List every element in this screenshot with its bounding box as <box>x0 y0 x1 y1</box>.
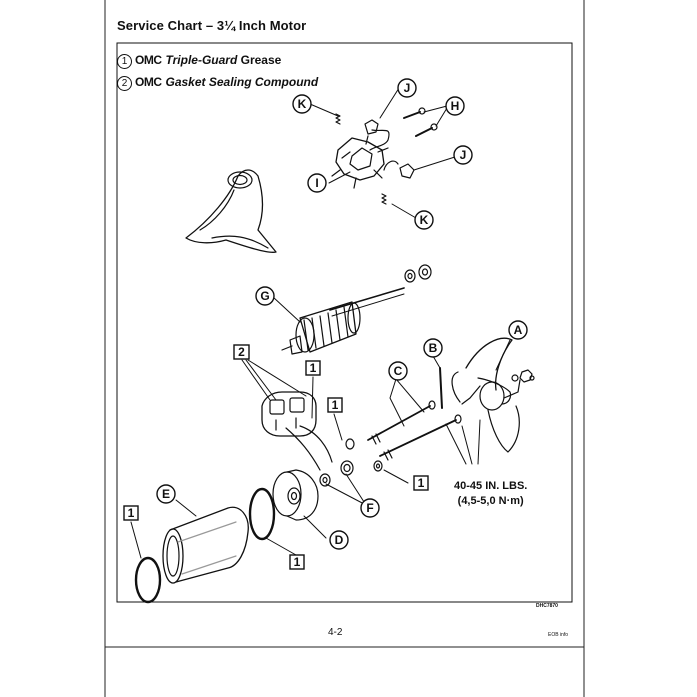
page-number: 4-2 <box>328 627 343 638</box>
key-number: 1 <box>117 54 132 69</box>
torque-line-1: 40-45 IN. LBS. <box>454 480 528 492</box>
callout-k-top <box>292 94 312 114</box>
through-bolts-illustration <box>367 400 462 461</box>
leader-lines <box>130 87 511 559</box>
callout-2 <box>233 344 250 360</box>
callout-label-g: G <box>260 289 269 303</box>
key-product-italic: Gasket Sealing Compound <box>165 75 319 89</box>
screws-illustration <box>403 107 438 137</box>
callout-label-b: B <box>429 341 438 355</box>
figure-code: DHC7870 <box>536 603 558 609</box>
propeller-illustration <box>451 337 521 453</box>
callout-b <box>423 338 443 358</box>
armature-illustration <box>281 287 405 355</box>
callout-g <box>255 286 275 306</box>
callout-c <box>388 361 408 381</box>
callout-label-k: K <box>420 213 429 227</box>
callout-label-1: 1 <box>418 476 425 490</box>
callout-1-bottom <box>289 554 305 570</box>
torque-line-2: (4,5-5,0 N·m) <box>457 495 524 507</box>
callout-label-e: E <box>162 487 170 501</box>
callout-h <box>445 96 465 116</box>
callout-label-1: 1 <box>294 555 301 569</box>
callout-label-2: 2 <box>238 345 245 359</box>
callout-label-j: J <box>404 81 411 95</box>
brand-logo: OMC <box>135 75 162 89</box>
callout-1-right <box>413 475 429 491</box>
end-cap-illustration <box>272 469 319 521</box>
callout-label-d: D <box>335 533 344 547</box>
brush-plate-illustration <box>331 113 415 205</box>
callout-label-c: C <box>394 364 403 378</box>
doc-code: EOB info <box>548 632 569 638</box>
callout-e <box>156 484 176 504</box>
callout-a <box>508 320 528 340</box>
callout-label-a: A <box>514 323 523 337</box>
callout-1-left <box>123 505 139 521</box>
callout-k-bottom <box>414 210 434 230</box>
callout-i <box>307 173 327 193</box>
page-title: Service Chart – 3¼ Inch Motor <box>117 18 307 33</box>
callout-f <box>360 498 380 518</box>
torque-spec: 40-45 IN. LBS. (4,5-5,0 N·m) <box>454 479 527 509</box>
skeg-illustration <box>185 169 277 253</box>
callout-label-1: 1 <box>128 506 135 520</box>
callout-1-upper <box>305 360 321 376</box>
key-product-italic: Triple-Guard <box>165 53 238 67</box>
callout-label-j: J <box>460 148 467 162</box>
callout-d <box>329 530 349 550</box>
callout-label-h: H <box>451 99 460 113</box>
brush-holder-illustration <box>261 391 333 471</box>
callout-label-k: K <box>298 97 307 111</box>
key-product-rest: Grease <box>237 53 282 67</box>
callout-1-mid <box>327 397 343 413</box>
key-number: 2 <box>117 76 132 91</box>
callout-label-1: 1 <box>332 398 339 412</box>
diagram-border <box>116 42 573 603</box>
motor-housing-illustration <box>162 506 249 584</box>
brand-logo: OMC <box>135 53 162 67</box>
callout-j-right <box>453 145 473 165</box>
callout-label-f: F <box>366 501 373 515</box>
callout-j-top <box>397 78 417 98</box>
callout-label-i: I <box>315 176 318 190</box>
callout-label-1: 1 <box>310 361 317 375</box>
